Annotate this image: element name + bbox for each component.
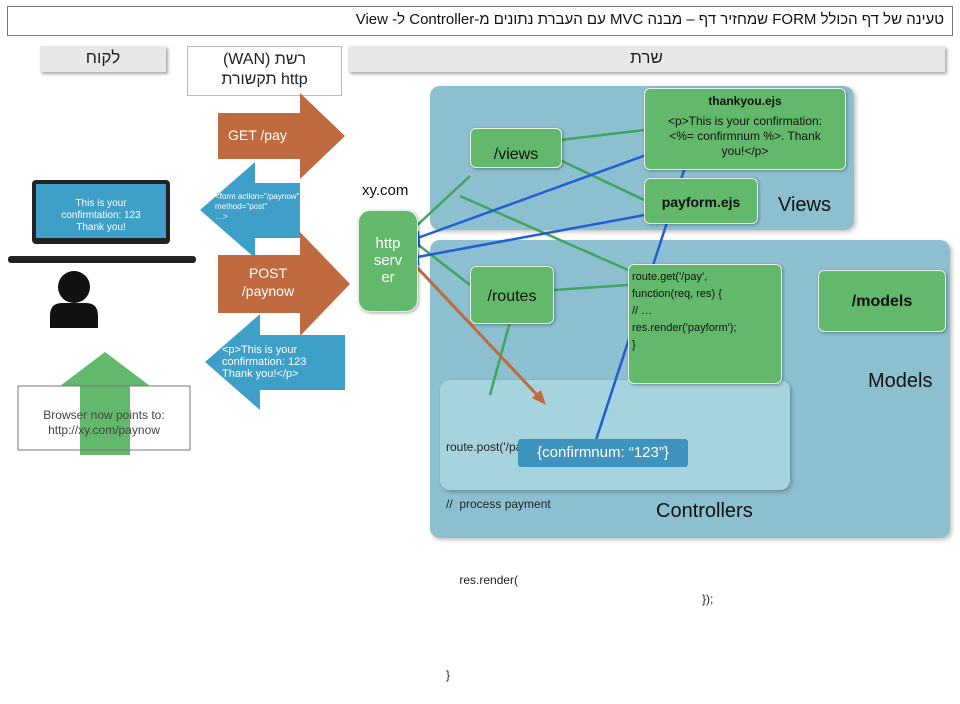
thankyou-line3: you!</p> [721,144,769,158]
link-routes-post [488,321,512,396]
server-header: שרת [348,46,945,72]
browser-note-line2: http://xy.com/paynow [48,423,160,437]
get-arrow-shape [218,93,345,179]
views-region-label: Views [778,194,831,216]
post-arrow-label: POST /paynow [228,264,308,300]
link-views-thankyou [559,128,645,142]
link-http-post-head [532,390,546,405]
reply-arrow-label-line2: confirmation: 123 [222,356,307,368]
thankyou-line2: <%= confirmnum %>. Thank [669,129,821,143]
reply-arrow-label-line1: <p>This is your [222,344,298,356]
http-server-line1: http [375,235,401,252]
http-server-line3: er [381,269,395,286]
controllers-region-label: Controllers [656,500,753,522]
http-server-line2: serv [373,252,403,269]
post-route-line3-post: }); [702,592,714,606]
laptop-display-line1: This is your [75,198,127,209]
browser-note-line1: Browser now points to: [43,408,165,422]
thankyou-node: thankyou.ejs <p>This is your confirmatio… [644,88,846,170]
client-header: לקוח [40,46,166,72]
form-arrow-label: <form action="/paynow" method="post" …> [215,192,299,222]
thankyou-title: thankyou.ejs [708,94,782,108]
post-route-line2: // process payment [446,497,551,511]
browser-up-arrow-shape [60,352,150,455]
browser-note: Browser now points to: http://xy.com/pay… [22,408,186,442]
reply-arrow-shape [205,314,345,410]
user-head [58,271,90,303]
link-http-post [410,260,542,400]
slide-title: טעינה של דף הכולל FORM שמחזיר דף – מבנה … [7,6,953,36]
wan-label: (WAN) רשת תקשורת http [187,46,342,96]
form-arrow-label-line2: method="post" [215,202,268,211]
views-node: /views [470,128,562,168]
form-arrow-label-line1: <form action="/paynow" [215,192,300,201]
get-route-node: route.get('/pay', function(req, res) { /… [628,264,782,384]
browser-box-shape [17,385,191,451]
payform-node: payform.ejs [644,178,758,224]
thankyou-line1: <p>This is your confirmation: [667,114,823,128]
post-arrow-shape [218,232,350,336]
link-http-routes [411,239,471,286]
http-server-node: http serv er [358,210,418,312]
form-arrow-label-line3: …> [215,212,228,221]
post-arrow-label-line2: /paynow [241,283,295,299]
laptop-base [8,256,196,263]
laptop-display-line3: Thank you! [76,222,126,233]
link-http-views [411,175,471,231]
laptop-display: This is your confirmtation: 123 Thank yo… [36,184,166,238]
models-node: /models [818,270,946,332]
models-region-label: Models [868,370,933,392]
post-route-line3: res.render( }); [446,552,786,628]
routes-node: /routes [470,266,554,324]
user-body [50,303,98,328]
controllers-inner-region [440,380,790,490]
wan-label-line2: תקשורת http [221,71,308,88]
link-views-payform [559,158,645,202]
post-route-line3-pre: res.render( [459,573,519,587]
post-arrow-label-line1: POST [248,265,288,281]
reply-arrow-label-line3: Thank you!</p> [222,368,299,380]
link-payform-http [411,212,651,260]
form-arrow-shape [200,162,300,258]
post-route-line4: } [446,668,451,682]
link-routes-get [553,283,629,292]
get-arrow-label: GET /pay [228,127,287,143]
reply-arrow-label: <p>This is your confirmation: 123 Thank … [222,344,306,380]
server-domain: xy.com [362,182,409,199]
link-thankyou-http [411,148,661,242]
wan-label-line1: (WAN) רשת [222,51,307,68]
confirmnum-badge: {confirmnum: “123”} [518,439,688,467]
laptop-display-line2: confirmtation: 123 [61,210,141,221]
